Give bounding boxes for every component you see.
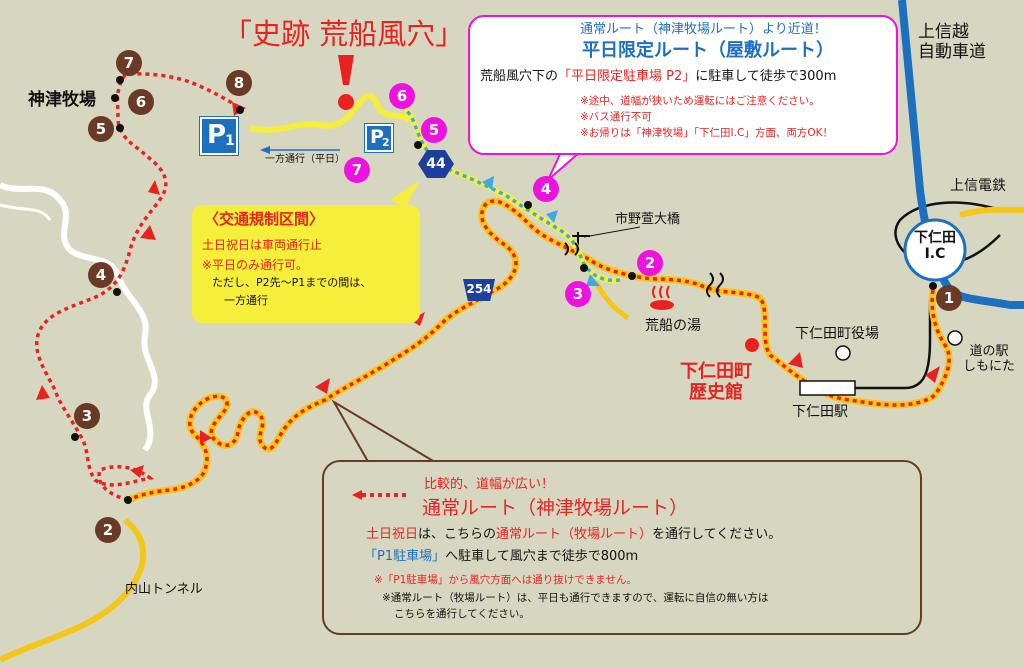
waypoint-brown-5: 5 — [88, 116, 114, 142]
p1-parking-icon: P 1 — [199, 116, 239, 156]
bridge-sign — [564, 242, 579, 256]
waypoint-magenta-2: 2 — [637, 250, 663, 276]
spa-label: 荒船の湯 — [645, 318, 701, 334]
local-road — [800, 300, 932, 390]
normal-line-2: 「P1駐車場」へ駐車して風穴まで徒歩で800m — [364, 549, 639, 564]
route-dots — [71, 76, 937, 504]
normal-route-box: 比較的、道幅が広い！ 通常ルート（神津牧場ルート） 土日祝日は、こちらの通常ルー… — [322, 460, 922, 635]
weekday-note-1: ※途中、道幅が狭いため運転にはご注意ください。 — [580, 95, 820, 107]
kamitsu-ranch-label: 神津牧場 — [28, 90, 96, 110]
normal-wide-note: 比較的、道幅が広い！ — [424, 477, 555, 492]
railway-label: 上信電鉄 — [950, 178, 1006, 194]
regulation-line-1: 土日祝日は車両通行止 — [202, 238, 323, 252]
waypoint-brown-8: 8 — [226, 70, 252, 96]
waypoint-brown-3: 3 — [74, 403, 100, 429]
p1-road — [249, 92, 412, 133]
normal-title: 通常ルート（神津牧場ルート） — [422, 497, 689, 519]
waypoint-brown-6: 6 — [128, 89, 154, 115]
museum-dot — [745, 338, 759, 352]
onsen-icon — [650, 285, 674, 310]
waypoint-brown-4: 4 — [88, 262, 114, 288]
michinoeki-label: 道の駅 しもにた — [963, 344, 1016, 374]
waypoint-magenta-5: 5 — [421, 117, 447, 143]
weekday-title: 平日限定ルート（屋敷ルート） — [582, 40, 834, 61]
uchiyama-road — [0, 517, 147, 663]
route-44-shield: 44 — [418, 150, 454, 178]
spa-road — [593, 280, 630, 321]
regulation-box: 〈交通規制区間〉 土日祝日は車両通行止 ※平日のみ通行可。 ただし、P2先～P1… — [192, 205, 420, 323]
site-pointer — [338, 55, 354, 85]
p2-parking-icon: P 2 — [364, 123, 394, 153]
regulation-title: 〈交通規制区間〉 — [204, 210, 325, 228]
curve-sign — [706, 272, 724, 298]
station-rect — [799, 380, 856, 396]
weekday-note-3: ※お帰りは「神津牧場」「下仁田I.C」方面、両方OK！ — [580, 127, 833, 139]
site-dot — [338, 94, 354, 110]
regulation-line-3: ただし、P2先～P1までの間は、 — [212, 276, 372, 289]
waypoint-brown-1: 1 — [936, 285, 962, 311]
michinoeki-dot — [947, 330, 963, 346]
town-office-label: 下仁田町役場 — [795, 326, 879, 342]
regulation-line-4: 一方通行 — [224, 294, 268, 307]
route-254-shield: 254 — [463, 279, 495, 301]
ic-circle — [903, 218, 967, 282]
ic-road — [959, 206, 1024, 218]
weekday-note-2: ※バス通行不可 — [580, 111, 652, 123]
oneway-arrowhead — [260, 146, 270, 154]
tunnel-label: 内山トンネル — [125, 582, 203, 597]
weekday-route-box: 通常ルート（神津牧場ルート）より近道！ 平日限定ルート（屋敷ルート） 荒船風穴下… — [468, 15, 898, 155]
normal-route-legend-icon — [352, 490, 408, 500]
railway-line — [894, 201, 1001, 267]
oneway-label: 一方通行（平日） — [265, 154, 345, 165]
normal-pointer — [331, 399, 444, 466]
regulation-line-2: ※平日のみ通行可。 — [202, 258, 309, 272]
waypoint-magenta-3: 3 — [565, 281, 591, 307]
town-office-dot — [835, 345, 851, 361]
expressway-label: 上信越 自動車道 — [918, 22, 986, 62]
river-branch — [0, 203, 52, 221]
normal-note-3: こちらを通行してください。 — [394, 608, 530, 620]
waypoint-magenta-7: 7 — [344, 157, 370, 183]
weekday-desc: 荒船風穴下の「平日限定駐車場 P2」に駐車して徒歩で300m — [480, 69, 837, 84]
waypoint-magenta-4: 4 — [533, 176, 559, 202]
ic-label: 下仁田 I.C — [914, 230, 956, 263]
bridge-leader — [583, 226, 641, 238]
normal-route — [34, 72, 953, 504]
normal-note-1: ※「P1駐車場」から風穴方面へは通り抜けできません。 — [374, 574, 637, 586]
station-label: 下仁田駅 — [792, 404, 848, 420]
weekday-subtitle: 通常ルート（神津牧場ルート）より近道！ — [580, 22, 827, 37]
normal-line-1: 土日祝日は、こちらの通常ルート（牧場ルート）を通行してください。 — [366, 527, 782, 542]
regulation-pointer — [390, 180, 420, 208]
waypoint-brown-2: 2 — [95, 517, 121, 543]
museum-label: 下仁田町 歴史館 — [680, 361, 752, 403]
bridge-label: 市野萱大橋 — [615, 212, 681, 227]
river — [0, 182, 158, 452]
waypoint-magenta-6: 6 — [389, 83, 415, 109]
waypoint-brown-7: 7 — [116, 50, 142, 76]
site-title: 「史跡 荒船風穴」 — [223, 17, 465, 51]
normal-note-2: ※通常ルート（牧場ルート）は、平日も通行できますので、運転に自信の無い方は — [382, 592, 769, 604]
